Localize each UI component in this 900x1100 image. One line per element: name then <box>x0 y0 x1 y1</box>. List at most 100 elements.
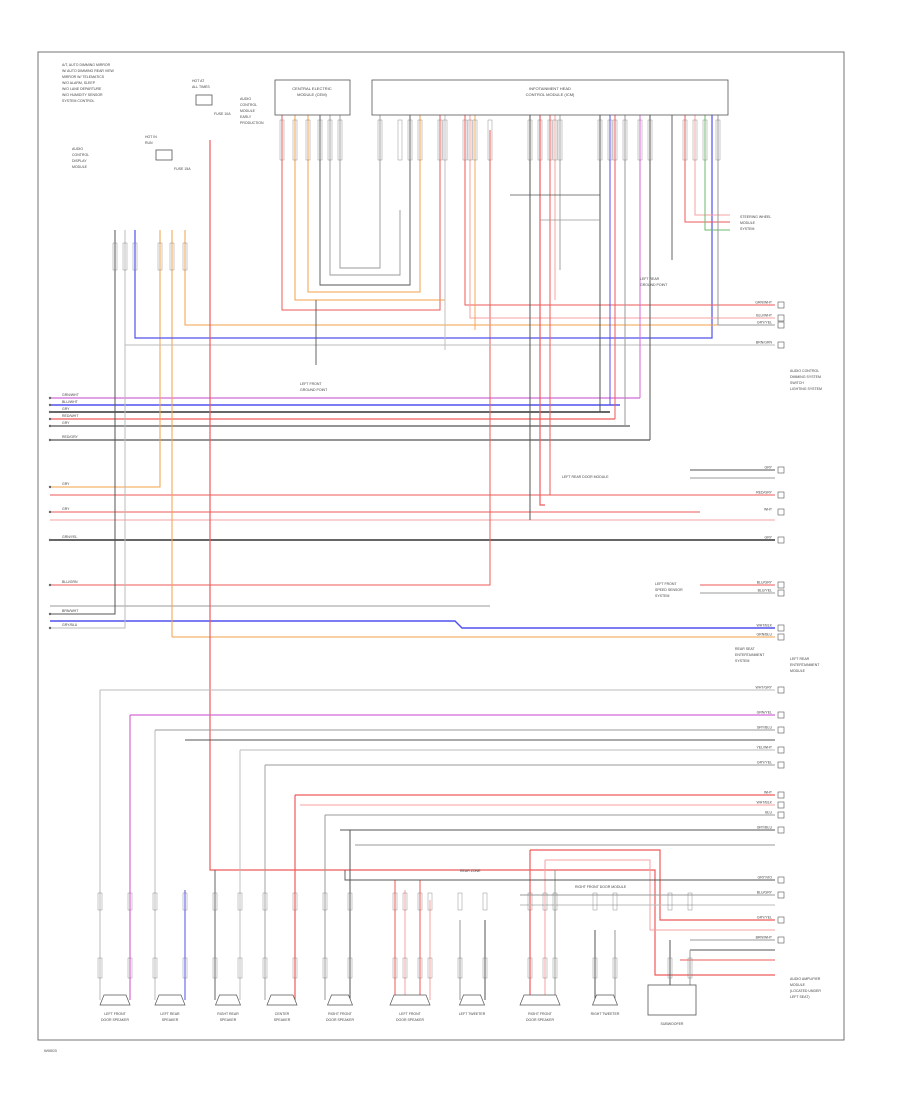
speaker-2-label-1: SPEAKER <box>220 1018 237 1022</box>
right-pin-4 <box>777 466 785 474</box>
note-line-5: W/O HUMIDITY SENSOR <box>62 93 103 97</box>
footer-code: W0003 <box>44 1048 57 1053</box>
left-pin-6 <box>48 485 52 489</box>
wire-47 <box>704 115 730 231</box>
fuse-block-2-line-0: HOT IN <box>145 135 157 139</box>
fuse-block-2-body <box>155 149 173 161</box>
radio-note-4: PRODUCTION <box>240 121 264 125</box>
right-pin-22 <box>777 891 785 899</box>
connector-pin <box>592 892 598 911</box>
side-rear2-1: ENTERTAINMENT <box>790 663 820 667</box>
note-caption-0: AUDIO <box>72 147 83 151</box>
wire-45 <box>684 115 730 223</box>
connector-pin <box>152 892 158 911</box>
speaker-0-label-0: LEFT FRONT <box>104 1012 126 1016</box>
wire-20 <box>184 230 720 326</box>
connector-pin <box>715 119 721 161</box>
side-rear-1: ENTERTAINMENT <box>735 653 765 657</box>
left-pin-5 <box>48 438 52 442</box>
right-pin-14 <box>777 726 785 734</box>
connector-pin <box>157 242 163 271</box>
speaker-cone <box>519 994 561 1006</box>
side-amp-1: MODULE <box>790 983 806 987</box>
ground-1-line-1: GROUND POINT <box>300 388 328 392</box>
fuse-block-1: HOT AT ALL TIMES FUSE 10A <box>192 79 231 116</box>
connector-pin <box>317 119 323 161</box>
connector-pin <box>457 957 463 979</box>
connector-pin <box>279 119 285 161</box>
fuse-block-1-line-1: ALL TIMES <box>192 85 210 89</box>
connector-pin <box>417 957 423 979</box>
fuse-block-2-line-1: RUN <box>145 141 153 145</box>
side-eng-1: SPEED SENSOR <box>655 588 683 592</box>
left-label-4: GRY <box>62 421 70 425</box>
left-label-1: BLU/WHT <box>62 400 79 404</box>
right-pin-24 <box>777 936 785 944</box>
wire-91 <box>344 870 775 881</box>
wire-23 <box>294 115 445 301</box>
diagram-frame <box>37 51 845 1041</box>
wire-24 <box>307 115 421 293</box>
fuse-block-2: HOT IN RUN FUSE 15A <box>145 135 191 171</box>
side-note-rear2: LEFT REAR ENTERTAINMENT MODULE <box>790 657 820 673</box>
right-label-15: YEL/WHT <box>756 746 772 750</box>
right-label-9: BLU/YEL <box>758 589 772 593</box>
connector-pin <box>237 957 243 979</box>
right-pin-16 <box>777 761 785 769</box>
connector-pin <box>322 892 328 911</box>
wire-13 <box>50 230 116 615</box>
connector-pin <box>527 119 533 161</box>
connector-pin <box>692 119 698 161</box>
connector-pin <box>482 892 488 911</box>
side-dim-0: AUDIO CONTROL <box>790 369 819 373</box>
ground-2-line-0: LEFT REAR <box>640 277 660 281</box>
side-note-amp: AUDIO AMPLIFIER MODULE (LOCATED UNDER LE… <box>790 977 821 999</box>
left-label-6: GRY <box>62 482 70 486</box>
connector-pin <box>682 119 688 161</box>
side-amp-3: LEFT SEAT) <box>790 995 810 999</box>
right-label-11: GRN/BLU <box>756 633 772 637</box>
connector-pin <box>212 892 218 911</box>
module-cem-line-0: CENTRAL ELECTRIC <box>292 86 332 91</box>
side-eng-2: SYSTEM <box>655 594 669 598</box>
right-label-8: BLU/GRY <box>757 581 773 585</box>
speaker-cone <box>266 994 298 1006</box>
connector-pin <box>337 119 343 161</box>
side-dim-3: LIGHTING SYSTEM <box>790 387 822 391</box>
right-label-12: WHT/GRY <box>756 686 773 690</box>
note-line-2: MIRROR W/ TELEMATICS <box>62 75 105 79</box>
module-icm-line-1: CONTROL MODULE (ICM) <box>526 92 575 97</box>
right-label-2: GRY/YEL <box>757 321 772 325</box>
side-dim-2: SWITCH <box>790 381 804 385</box>
connector-pin <box>397 119 403 161</box>
connector-pin <box>637 119 643 161</box>
left-label-7: GRY <box>62 507 70 511</box>
right-label-19: BLU <box>765 811 772 815</box>
side-amp-0: AUDIO AMPLIFIER <box>790 977 821 981</box>
right-label-7: GRY <box>764 536 772 540</box>
mid-label-2: REAR ZONE <box>460 869 481 873</box>
right-pin-12 <box>777 686 785 694</box>
ground-left-rear: LEFT REAR GROUND POINT <box>640 277 668 287</box>
connector-pin <box>347 957 353 979</box>
note-line-4: W/O LANE DEPARTURE <box>62 87 102 91</box>
side-rear2-0: LEFT REAR <box>790 657 810 661</box>
module-icm: INFOTAINMENT HEAD CONTROL MODULE (ICM) <box>371 79 729 116</box>
speaker-cone <box>591 994 619 1006</box>
left-label-10: BRN/WHT <box>62 609 79 613</box>
connector-pin <box>667 892 673 911</box>
left-label-8: GRN/YEL <box>62 535 77 539</box>
module-cem-line-1: MODULE (CEM) <box>297 92 327 97</box>
note-line-1: W/ AUTO DIMMING REAR VIEW <box>62 69 115 73</box>
speaker-5-label-0: LEFT FRONT <box>399 1012 421 1016</box>
connector-pin <box>612 119 618 161</box>
speaker-cone <box>458 994 486 1006</box>
wire-15 <box>50 230 126 629</box>
side-steering-0: STEERING WHEEL <box>740 215 771 219</box>
right-pin-2 <box>777 321 785 329</box>
module-cem: CENTRAL ELECTRIC MODULE (CEM) <box>274 79 351 116</box>
left-pin-4 <box>48 424 52 428</box>
